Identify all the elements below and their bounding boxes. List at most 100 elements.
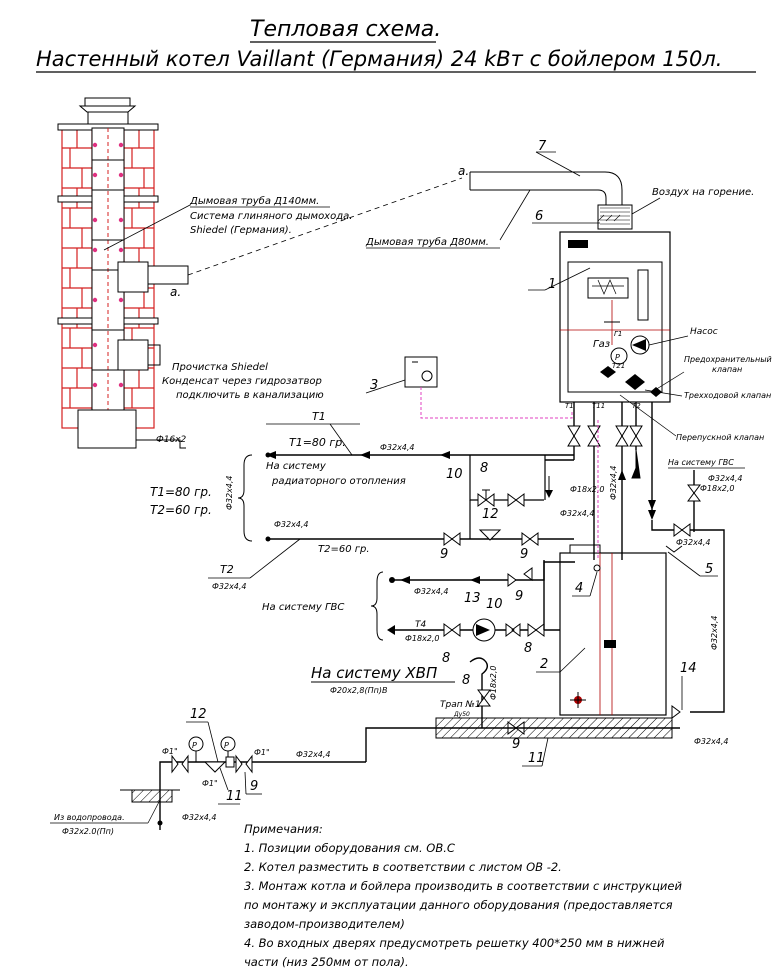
num-7: 7 bbox=[538, 139, 547, 154]
pipe-1in-c: Ф1" bbox=[254, 748, 270, 757]
notes-line-4: по монтажу и эксплуатации данного оборуд… bbox=[244, 898, 673, 912]
label-condensate1: Конденсат через гидрозатвор bbox=[162, 376, 322, 387]
label-cold-water: На систему ХВП bbox=[311, 664, 437, 682]
chimney-labels: Дымовая труба Д140мм. Система глиняного … bbox=[103, 177, 463, 445]
pipe-supply-2: Ф32х4,4 bbox=[182, 813, 217, 822]
title-line2: Настенный котел Vaillant (Германия) 24 k… bbox=[36, 47, 722, 71]
label-drain: Трап №1 bbox=[440, 700, 481, 710]
num-3: 3 bbox=[370, 378, 378, 393]
room-thermostat: 3 bbox=[365, 356, 573, 419]
label-pipe-supply: Ф32х2.0(Пп) bbox=[62, 827, 114, 836]
num-5: 5 bbox=[705, 562, 713, 577]
dhw-right: На систему ГВС Ф32х4,4 Ф18х2,0 Ф32х4,4 5… bbox=[631, 449, 745, 746]
pipe-dhw-l1: Ф32х4,4 bbox=[414, 587, 449, 596]
label-heating-system2: радиаторного отопления bbox=[271, 476, 406, 487]
label-t1-eq: Т1=80 гр. bbox=[150, 485, 212, 499]
label-t2-eq: Т2=60 гр. bbox=[150, 503, 212, 517]
pipe-supply-main: Ф32х4,4 bbox=[296, 750, 331, 759]
pipe-t2: Ф32х4,4 bbox=[274, 520, 309, 529]
num-8b: 8 bbox=[442, 651, 450, 666]
num-13: 13 bbox=[464, 591, 481, 606]
label-smoke-pipe-80: Дымовая труба Д80мм. bbox=[365, 236, 489, 248]
notes-line-5: заводом-производителем) bbox=[244, 917, 405, 931]
label-three-way-valve: Трехходовой клапан bbox=[684, 391, 771, 400]
num-12b: 12 bbox=[190, 707, 207, 722]
notes-line-7: части (низ 250мм от пола). bbox=[244, 955, 409, 969]
num-9c: 9 bbox=[515, 589, 523, 604]
pipe-1in-a: Ф1" bbox=[162, 747, 178, 756]
label-t1-small: Т1 bbox=[565, 402, 574, 410]
label-t1-temp: Т1=80 гр. bbox=[289, 436, 346, 449]
pipe-1in-b: Ф1" bbox=[202, 779, 218, 788]
label-a-top: а. bbox=[458, 164, 469, 178]
pipe-dhw-r2: Ф18х2,0 bbox=[700, 484, 735, 493]
num-10b: 10 bbox=[486, 597, 503, 612]
notes-line-3: 3. Монтаж котла и бойлера производить в … bbox=[244, 879, 682, 893]
label-pump: Насос bbox=[690, 327, 718, 337]
pipe-bracket: Ф32х4,4 bbox=[225, 475, 234, 510]
label-shiedel: Shiedel (Германия). bbox=[190, 225, 292, 236]
gauge-p2: Р bbox=[224, 741, 229, 750]
hot-water-cylinder: 2 4 bbox=[536, 420, 667, 716]
label-pipe-16x2: Ф16х2 bbox=[156, 435, 187, 445]
pipe-cold-vert: Ф18х2,0 bbox=[489, 665, 498, 700]
num-4: 4 bbox=[575, 581, 583, 596]
num-9d: 9 bbox=[512, 737, 520, 752]
label-cleaning: Прочистка Shiedel bbox=[172, 362, 268, 373]
label-condensate2: подключить в канализацию bbox=[176, 390, 324, 401]
notes-line-1: 1. Позиции оборудования см. ОВ.С bbox=[244, 841, 455, 855]
num-10a: 10 bbox=[446, 467, 463, 482]
label-gas: Газ bbox=[593, 339, 610, 350]
label-safety-valve1: Предохранительный bbox=[684, 355, 772, 364]
label-bypass-valve: Перепускной клапан bbox=[676, 433, 764, 442]
label-t11: Т11 bbox=[592, 402, 605, 410]
label-smoke-pipe-main: Дымовая труба Д140мм. bbox=[189, 195, 319, 207]
label-t1: Т1 bbox=[312, 410, 326, 423]
label-a-left: а. bbox=[170, 285, 181, 299]
label-p-boiler: Р bbox=[615, 353, 620, 362]
title-line1: Тепловая схема. bbox=[250, 17, 441, 42]
pipe-dhw-r1: Ф32х4,4 bbox=[708, 474, 743, 483]
pipe-dhw-vert: Ф32х4,4 bbox=[710, 615, 719, 650]
pipe-t1: Ф32х4,4 bbox=[380, 443, 415, 452]
label-from-water-supply: Из водопровода. bbox=[54, 813, 125, 822]
pipe-32b: Ф32х4,4 bbox=[560, 509, 595, 518]
label-dhw-left: На систему ГВС bbox=[262, 602, 344, 613]
num-8a: 8 bbox=[480, 461, 488, 476]
notes-line-2: 2. Котел разместить в соответствии с лис… bbox=[244, 860, 562, 874]
chimney bbox=[57, 97, 189, 449]
num-11a: 11 bbox=[528, 751, 545, 766]
label-air-combustion: Воздух на горение. bbox=[652, 187, 754, 198]
pipe-dhw-bot: Ф32х4,4 bbox=[694, 737, 729, 746]
label-t4: Т4 bbox=[415, 620, 426, 630]
boiler-outlet-valves bbox=[567, 402, 653, 480]
cold-water-line: На систему ХВП Ф20х2,8(Пп)В 8 Ф18х2,0 Тр… bbox=[311, 657, 680, 767]
heating-lines: Т1 Т1=80 гр. Ф32х4,4 Ф32х4,4 Т2=60 гр. Т… bbox=[150, 410, 626, 591]
pipe-18a: Ф18х2,0 bbox=[570, 485, 605, 494]
label-t2: Т2 bbox=[220, 563, 234, 576]
flue-air-pipe: а. 7 6 Воздух на горение. Дымовая труба … bbox=[365, 139, 754, 249]
pipe-vert: Ф32х4,4 bbox=[609, 465, 618, 500]
num-8d: 8 bbox=[462, 673, 470, 688]
pipe-dhw-l2: Ф18х2,0 bbox=[405, 634, 440, 643]
gauge-p1: Р bbox=[192, 741, 197, 750]
label-chimney-system: Система глиняного дымохода. bbox=[190, 211, 352, 222]
boiler-callouts: Насос Предохранительный клапан Трехходов… bbox=[619, 327, 772, 442]
pipe-t2-sub: Ф32х4,4 bbox=[212, 582, 247, 591]
num-11b: 11 bbox=[226, 789, 243, 804]
label-t21: Т21 bbox=[612, 362, 625, 370]
num-2: 2 bbox=[540, 657, 548, 672]
label-drain-sub: Ду50 bbox=[453, 711, 470, 718]
num-6: 6 bbox=[535, 209, 543, 224]
num-14: 14 bbox=[680, 661, 697, 676]
num-1: 1 bbox=[548, 277, 556, 292]
num-8c: 8 bbox=[524, 641, 532, 656]
num-12a: 12 bbox=[482, 507, 499, 522]
num-9b: 9 bbox=[520, 547, 528, 562]
notes-line-6: 4. Во входных дверях предусмотреть решет… bbox=[244, 936, 665, 950]
pipe-cold: Ф20х2,8(Пп)В bbox=[330, 686, 388, 695]
label-g1: Г1 bbox=[614, 330, 622, 338]
dhw-left: Ф32х4,4 9 На систему ГВС Т4 Ф18х2,0 8 13… bbox=[262, 560, 575, 666]
gas-boiler: Газ Г1 Р Т21 Т1 Т11 Т2 1 bbox=[528, 231, 671, 410]
